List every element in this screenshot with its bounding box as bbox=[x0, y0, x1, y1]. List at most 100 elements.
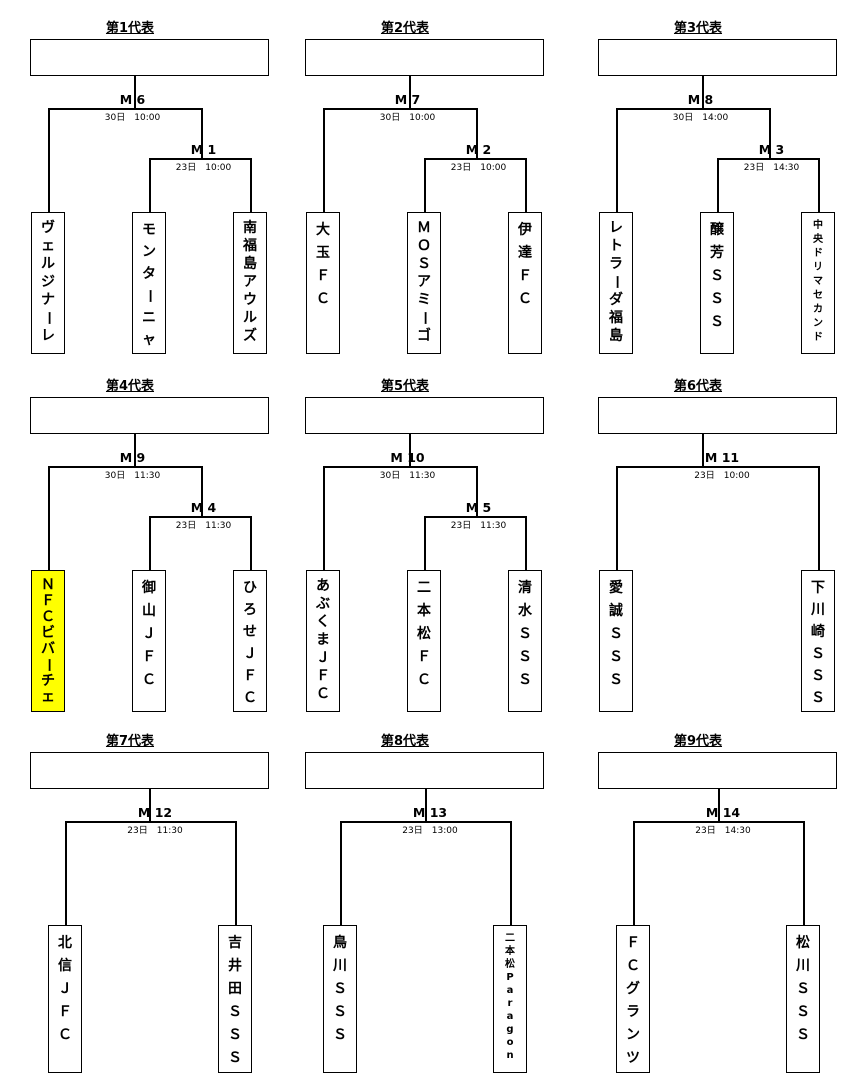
bracket-line bbox=[424, 158, 426, 212]
bracket-line bbox=[65, 821, 67, 925]
representative-box bbox=[30, 397, 269, 434]
match-time: 30日 10:00 bbox=[379, 113, 436, 123]
team-name-char: 松 bbox=[796, 935, 810, 951]
team-name-char: Ｃ bbox=[316, 291, 330, 307]
team-name-char: Ｆ bbox=[41, 593, 55, 609]
team-name-char: ア bbox=[243, 274, 257, 290]
team-name-char: n bbox=[506, 1050, 514, 1061]
team-box: あぶくまＪＦＣあぶくまＪＦＣ bbox=[306, 570, 340, 712]
bracket-line bbox=[134, 434, 136, 466]
bracket-line bbox=[633, 821, 635, 925]
team-name-char: ン bbox=[142, 244, 156, 260]
team-name-char: ナ bbox=[41, 292, 55, 308]
bracket-line bbox=[476, 466, 478, 516]
bracket-line bbox=[525, 516, 527, 570]
match-time: 23日 14:30 bbox=[695, 826, 751, 836]
bracket-title: 第5代表 bbox=[380, 379, 430, 394]
bracket-line bbox=[718, 789, 720, 821]
team-name-char: 本 bbox=[505, 946, 515, 957]
team-box: ＭＯＳアミーゴＭＯＳアミーゴ bbox=[407, 212, 441, 354]
bracket-line bbox=[510, 821, 512, 925]
team-name-char: ル bbox=[243, 310, 257, 326]
match-label: M 7 bbox=[394, 92, 421, 107]
bracket-line bbox=[409, 76, 411, 108]
team-name-char: ド bbox=[813, 332, 823, 343]
bracket-line bbox=[425, 789, 427, 821]
team-name-char: Ｓ bbox=[710, 314, 724, 330]
match-label: M 9 bbox=[119, 450, 146, 465]
team-name-char: 水 bbox=[518, 603, 532, 619]
team-name-char: 井 bbox=[228, 958, 242, 974]
team-name-char: 央 bbox=[813, 234, 823, 245]
team-name-char: ズ bbox=[243, 328, 257, 344]
team-name-char: 達 bbox=[518, 245, 532, 261]
team-name-char: タ bbox=[142, 266, 156, 282]
team-name-char: く bbox=[316, 614, 330, 630]
team-name-char: ジ bbox=[41, 274, 55, 290]
bracket-line bbox=[803, 821, 805, 925]
team-box: ＮＦＣビバーチェＮＦＣビバーチェ bbox=[31, 570, 65, 712]
team-box: モンターニャモンターニャ bbox=[132, 212, 166, 354]
match-time: 23日 13:00 bbox=[402, 826, 458, 836]
team-name-char: Ｆ bbox=[417, 649, 431, 665]
team-name-char: ラ bbox=[609, 256, 623, 272]
team-name-char: Ｊ bbox=[58, 981, 72, 997]
bracket-line bbox=[48, 108, 203, 110]
bracket-title: 第8代表 bbox=[380, 734, 430, 749]
team-name-char: Ｃ bbox=[58, 1027, 72, 1043]
team-name-char: ミ bbox=[417, 292, 431, 308]
bracket-title: 第7代表 bbox=[105, 734, 155, 749]
team-box: 二本松ＦＣ二本松ＦＣ bbox=[407, 570, 441, 712]
team-name-char: 松 bbox=[505, 959, 515, 970]
match-time: 30日 10:00 bbox=[104, 113, 161, 123]
team-name-char: ェ bbox=[41, 238, 55, 254]
team-name-char: 島 bbox=[243, 256, 257, 272]
team-name-char: a bbox=[506, 1011, 514, 1022]
team-name-char: Ｓ bbox=[333, 981, 347, 997]
bracket-line bbox=[149, 789, 151, 821]
team-name-char: 清 bbox=[518, 580, 532, 596]
bracket-title: 第4代表 bbox=[105, 379, 155, 394]
team-name-char: Ｆ bbox=[316, 668, 330, 684]
bracket-line bbox=[717, 158, 820, 160]
team-name-char: 醸 bbox=[710, 222, 724, 238]
team-name-char: Ｆ bbox=[243, 668, 257, 684]
team-name-char: レ bbox=[609, 220, 623, 236]
bracket-line bbox=[48, 466, 50, 570]
team-name-char: ひ bbox=[243, 580, 257, 596]
bracket-line bbox=[409, 434, 411, 466]
team-name-char: ツ bbox=[626, 1050, 640, 1066]
team-box: 二本松Paragon二本松Paragon bbox=[493, 925, 527, 1073]
bracket-line bbox=[818, 466, 820, 570]
team-name-char: 北 bbox=[58, 935, 72, 951]
bracket-title: 第6代表 bbox=[673, 379, 723, 394]
team-name-char: グ bbox=[626, 981, 640, 997]
team-name-char: Ｓ bbox=[228, 1027, 242, 1043]
match-label: M 2 bbox=[465, 142, 492, 157]
team-name-char: g bbox=[506, 1024, 514, 1035]
bracket-title: 第9代表 bbox=[673, 734, 723, 749]
team-name-char: 二 bbox=[417, 580, 431, 596]
team-name-char: 信 bbox=[58, 958, 72, 974]
match-time: 23日 11:30 bbox=[450, 521, 507, 531]
team-name-char: Ｓ bbox=[796, 981, 810, 997]
team-name-char: 誠 bbox=[609, 603, 623, 619]
bracket-line bbox=[633, 821, 805, 823]
match-label: M 1 bbox=[190, 142, 217, 157]
team-name-char: カ bbox=[813, 304, 823, 315]
team-name-char: ラ bbox=[626, 1004, 640, 1020]
bracket-title: 第1代表 bbox=[105, 21, 155, 36]
representative-box bbox=[305, 39, 544, 76]
match-label: M 13 bbox=[412, 805, 448, 820]
team-name-char: ャ bbox=[142, 332, 156, 348]
team-name-char: チ bbox=[41, 673, 55, 689]
bracket-line bbox=[48, 466, 203, 468]
representative-box bbox=[30, 752, 269, 789]
representative-box bbox=[305, 752, 544, 789]
representative-box bbox=[598, 39, 837, 76]
team-name-char: Ｓ bbox=[796, 1004, 810, 1020]
team-name-char: ろ bbox=[243, 602, 257, 618]
team-name-char: 田 bbox=[228, 981, 242, 997]
match-time: 23日 10:00 bbox=[450, 163, 507, 173]
team-name-char: 川 bbox=[811, 602, 825, 618]
